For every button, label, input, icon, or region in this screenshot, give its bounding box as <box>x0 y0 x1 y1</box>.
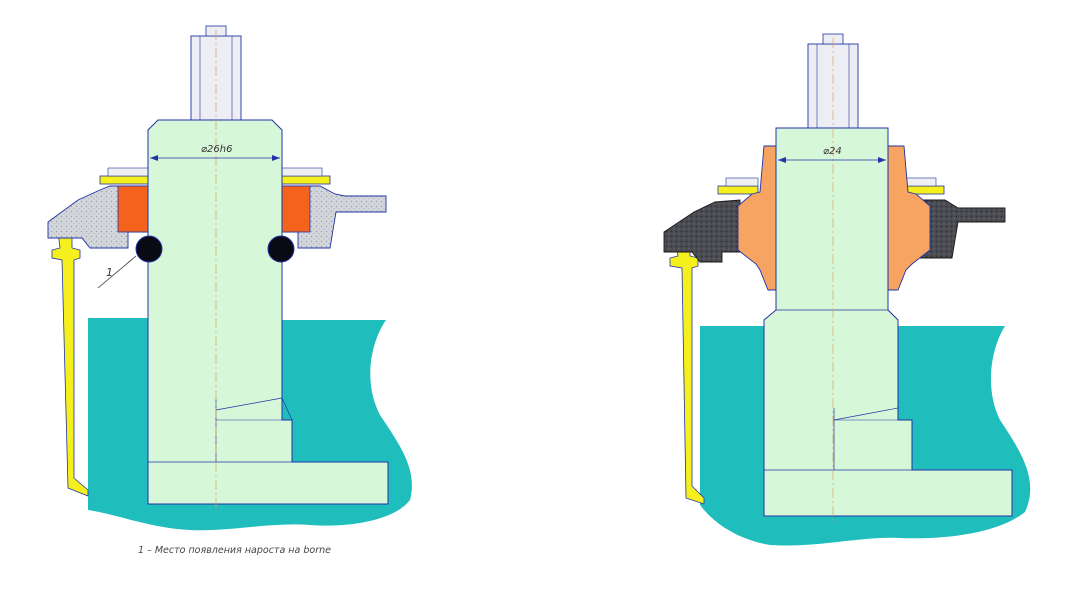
right-cover-strip-left <box>725 177 759 187</box>
left-cover-strip-left <box>107 167 149 177</box>
left-callout-number: 1 <box>106 266 113 279</box>
right-housing-right <box>917 199 1006 259</box>
left-seal-right <box>281 185 311 233</box>
right-seal-right <box>887 145 931 291</box>
left-diameter-label: ⌀26h6 <box>201 144 232 155</box>
right-vessel-interior <box>892 220 1005 326</box>
right-shaft-chamfer <box>833 407 899 421</box>
right-cover-plate-left <box>717 185 759 195</box>
right-diameter-label: ⌀24 <box>823 146 842 157</box>
left-cover-plate-right <box>281 175 331 185</box>
right-yellow-pipe <box>669 241 705 505</box>
caption: 1 – Место появления нароста на borne <box>138 545 331 556</box>
right-cover-strip-right <box>903 177 937 187</box>
right-housing <box>663 199 741 263</box>
left-shaft-chamfer-2 <box>281 397 293 421</box>
right-vessel-interior-left <box>700 262 760 326</box>
left-diameter-dimension: ⌀26h6 <box>150 144 280 161</box>
left-vessel-interior <box>282 210 386 320</box>
left-o-ring-left <box>135 235 163 263</box>
left-yellow-pipe <box>51 231 89 497</box>
left-drawing: ⌀26h6 1 <box>47 25 412 531</box>
left-cover-strip-right <box>281 167 323 177</box>
left-seal-left <box>117 185 149 233</box>
left-callout: 1 <box>97 255 137 289</box>
left-cover-plate-left <box>99 175 149 185</box>
left-o-ring-right <box>267 235 295 263</box>
right-drawing: ⌀24 <box>663 33 1031 546</box>
left-shaft-chamfer <box>215 397 283 411</box>
right-diameter-dimension: ⌀24 <box>778 146 886 163</box>
